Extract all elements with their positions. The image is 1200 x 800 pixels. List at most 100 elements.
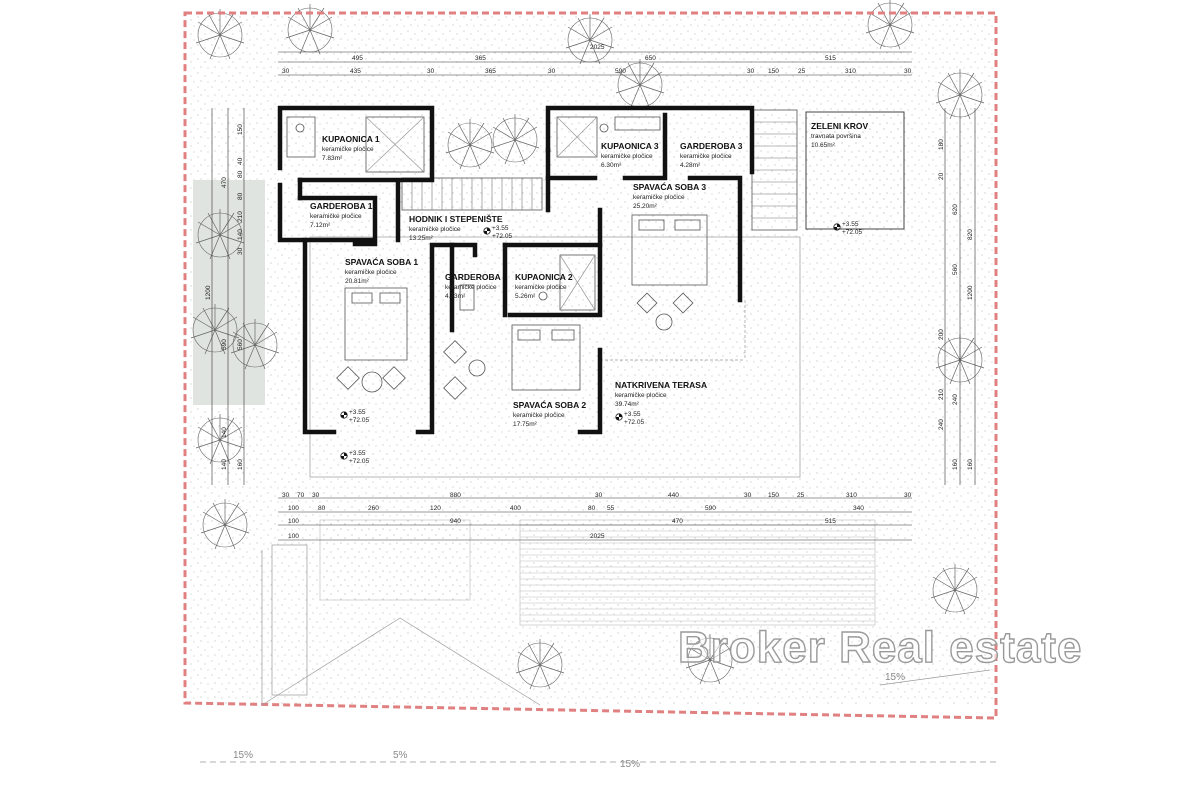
room-spavaca-3-name: SPAVAĆA SOBA 3 (633, 181, 706, 192)
svg-text:20.81m²: 20.81m² (345, 278, 370, 285)
svg-text:+3.55: +3.55 (624, 411, 641, 418)
svg-text:435: 435 (350, 68, 361, 75)
fixtures (286, 116, 708, 400)
room-labels: KUPAONICA 1 keramičke pločice 7.83m² GAR… (310, 121, 868, 428)
svg-text:365: 365 (485, 68, 496, 75)
svg-text:940: 940 (450, 518, 461, 525)
elevation-marker-icon: +3.55 +72.05 (340, 409, 369, 424)
svg-text:590: 590 (221, 339, 228, 350)
svg-text:keramičke pločice: keramičke pločice (601, 153, 653, 160)
svg-text:650: 650 (645, 55, 656, 62)
svg-text:1200: 1200 (205, 285, 212, 300)
svg-text:30: 30 (312, 492, 320, 499)
svg-text:590: 590 (705, 505, 716, 512)
svg-text:310: 310 (845, 68, 856, 75)
svg-text:keramičke pločice: keramičke pločice (409, 226, 461, 233)
svg-text:515: 515 (825, 518, 836, 525)
svg-text:4.28m²: 4.28m² (680, 162, 701, 169)
svg-text:100: 100 (288, 505, 299, 512)
svg-text:30: 30 (744, 492, 752, 499)
room-garderoba-2-name: GARDEROBA 2 (445, 272, 508, 282)
svg-text:keramičke pločice: keramičke pločice (515, 284, 567, 291)
svg-text:590: 590 (615, 68, 626, 75)
svg-text:30: 30 (904, 68, 912, 75)
roof-ridge (261, 617, 541, 706)
svg-text:+72.05: +72.05 (624, 419, 644, 426)
svg-text:keramičke pločice: keramičke pločice (322, 146, 374, 153)
svg-text:keramičke pločice: keramičke pločice (513, 412, 565, 419)
svg-text:180: 180 (938, 139, 945, 150)
svg-text:470: 470 (672, 518, 683, 525)
walls (277, 105, 755, 435)
svg-text:30: 30 (282, 492, 290, 499)
svg-text:310: 310 (846, 492, 857, 499)
elevation-marker-icon: +3.55 +72.05 (483, 225, 512, 240)
svg-text:30: 30 (282, 68, 290, 75)
svg-text:+3.55: +3.55 (349, 450, 366, 457)
room-hodnik-name: HODNIK I STEPENIŠTE (409, 213, 503, 224)
svg-text:80: 80 (588, 505, 596, 512)
svg-text:400: 400 (510, 505, 521, 512)
svg-text:30: 30 (595, 492, 603, 499)
svg-text:150: 150 (768, 492, 779, 499)
room-garderoba-1-name: GARDEROBA 1 (310, 201, 373, 211)
svg-text:+72.05: +72.05 (349, 458, 369, 465)
elevation-markers: +3.55 +72.05 +3.55 +72.05 +3.55 +72.05 +… (340, 221, 862, 465)
room-zeleni-krov-name: ZELENI KROV (811, 121, 868, 131)
svg-text:7.83m²: 7.83m² (322, 155, 343, 162)
elevation-marker-icon: +3.55 +72.05 (615, 411, 644, 426)
svg-text:515: 515 (825, 55, 836, 62)
svg-text:travnata površina: travnata površina (811, 133, 861, 140)
svg-text:keramičke pločice: keramičke pločice (345, 269, 397, 276)
side-lawn (193, 180, 265, 405)
svg-text:30: 30 (548, 68, 556, 75)
svg-text:560: 560 (237, 339, 244, 350)
room-spavaca-2-name: SPAVAĆA SOBA 2 (513, 399, 586, 410)
watermark: Broker Real estate (678, 623, 1082, 672)
svg-text:25: 25 (797, 492, 805, 499)
slope-labels: 15% 15% 5% 15% (200, 669, 1000, 770)
room-kupaonica-1-name: KUPAONICA 1 (322, 134, 380, 144)
svg-text:210: 210 (237, 211, 244, 222)
room-spavaca-1-name: SPAVAĆA SOBA 1 (345, 256, 418, 267)
svg-text:15%: 15% (620, 759, 640, 770)
svg-text:495: 495 (352, 55, 363, 62)
svg-text:7.12m²: 7.12m² (310, 222, 331, 229)
svg-text:keramičke pločice: keramičke pločice (310, 213, 362, 220)
elevation-marker-icon: +3.55 +72.05 (833, 221, 862, 236)
svg-text:210: 210 (938, 389, 945, 400)
svg-text:17.75m²: 17.75m² (513, 421, 538, 428)
svg-text:150: 150 (768, 68, 779, 75)
svg-text:70: 70 (297, 492, 305, 499)
svg-text:13.25m²: 13.25m² (409, 235, 434, 242)
svg-text:470: 470 (221, 177, 228, 188)
svg-text:+3.55: +3.55 (842, 221, 859, 228)
right-dimensions: 620 560 240 160 180 20 200 210 240 820 1… (938, 108, 976, 485)
svg-text:820: 820 (967, 229, 974, 240)
svg-text:keramičke pločice: keramičke pločice (633, 194, 685, 201)
svg-text:140: 140 (221, 427, 228, 438)
svg-text:1200: 1200 (967, 285, 974, 300)
svg-text:39.74m²: 39.74m² (615, 401, 640, 408)
svg-text:30: 30 (904, 492, 912, 499)
svg-text:+72.05: +72.05 (842, 229, 862, 236)
svg-text:560: 560 (952, 264, 959, 275)
svg-text:620: 620 (952, 204, 959, 215)
svg-text:365: 365 (475, 55, 486, 62)
svg-text:10.65m²: 10.65m² (811, 142, 836, 149)
svg-text:200: 200 (938, 329, 945, 340)
svg-text:2025: 2025 (590, 533, 605, 540)
svg-text:+72.05: +72.05 (349, 417, 369, 424)
svg-text:keramičke pločice: keramičke pločice (445, 284, 497, 291)
slab-outline (309, 236, 801, 478)
svg-text:260: 260 (368, 505, 379, 512)
svg-text:4.73m²: 4.73m² (445, 293, 466, 300)
svg-text:30: 30 (237, 247, 244, 255)
green-roof (805, 111, 905, 230)
svg-text:100: 100 (288, 518, 299, 525)
top-dimensions: 2025 495 365 650 515 30 435 30 365 30 59… (278, 44, 912, 76)
svg-text:80: 80 (237, 170, 244, 178)
dim-top-total: 2025 (590, 44, 605, 51)
svg-text:150: 150 (237, 124, 244, 135)
svg-text:15%: 15% (885, 672, 905, 683)
